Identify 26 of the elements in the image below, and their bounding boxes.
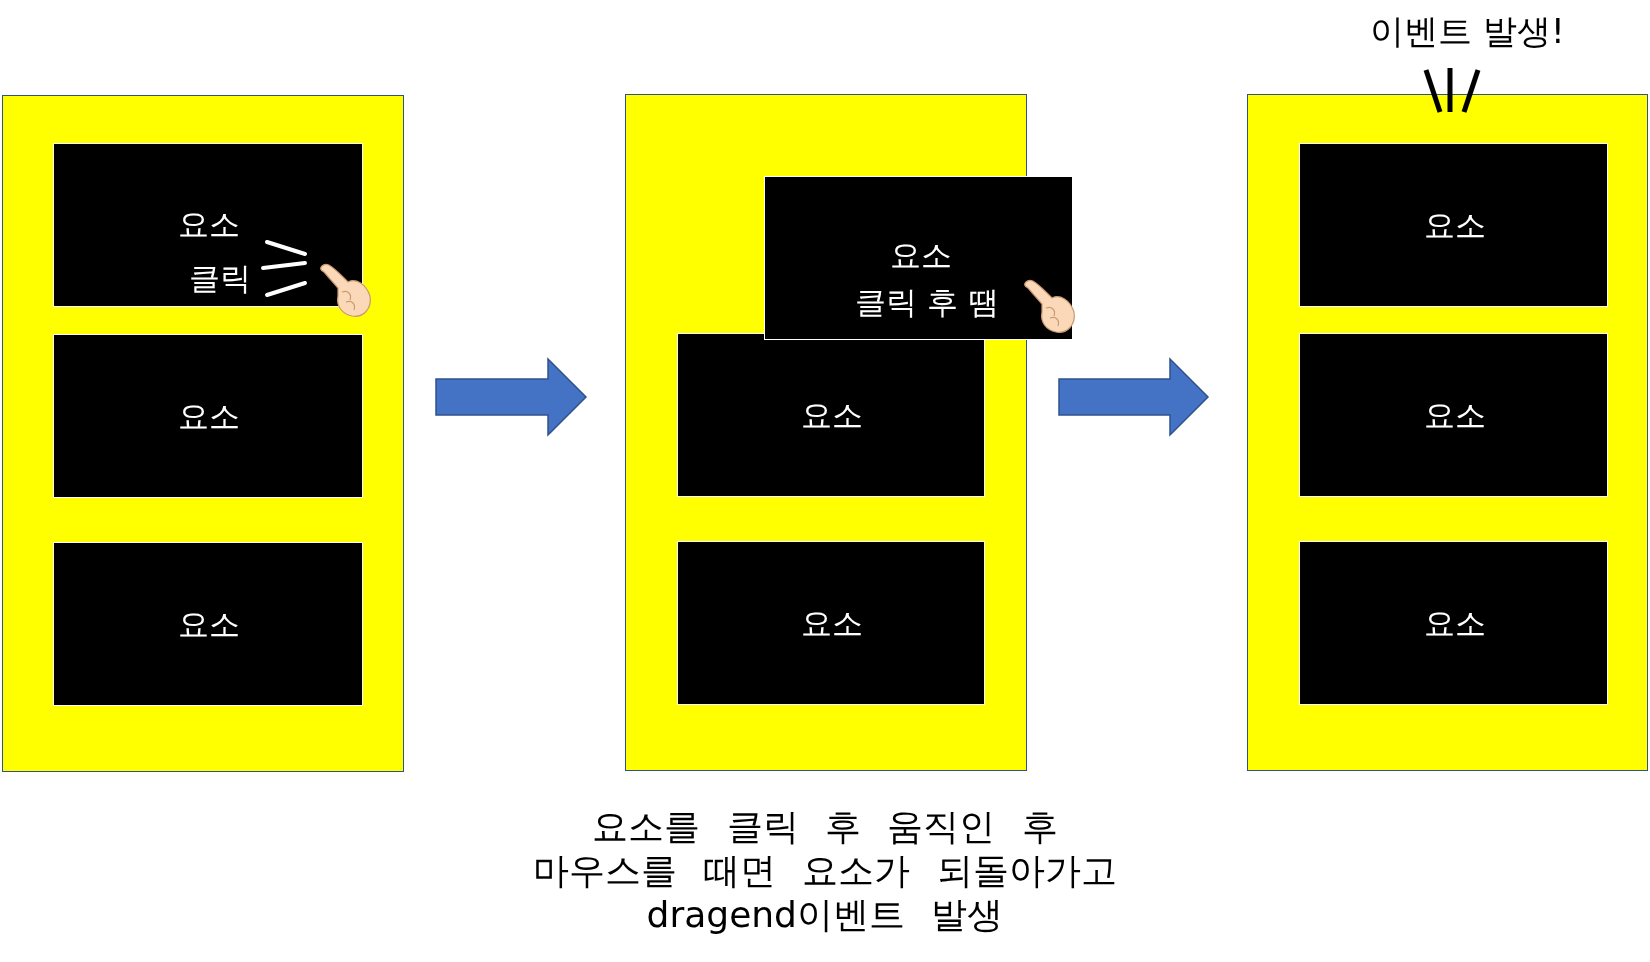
block-arrow (1058, 357, 1210, 437)
caption: 요소를 클릭 후 움직인 후 마우스를 때면 요소가 되돌아가고 dragend이벤트 발생 (532, 805, 1118, 937)
element-label: 요소 (890, 237, 952, 275)
element-box (1299, 333, 1608, 497)
element-label: 요소 (1423, 207, 1486, 245)
element-label: 요소 (178, 206, 240, 244)
element-label: 요소 (801, 605, 863, 643)
element-box (1299, 541, 1608, 705)
panel (1247, 94, 1648, 771)
element-box (677, 541, 985, 705)
element-label: 요소 (1423, 605, 1486, 643)
block-arrow (435, 357, 588, 437)
element-label: 요소 (178, 606, 240, 644)
element-box (53, 334, 363, 498)
panel (2, 95, 404, 772)
element-label: 요소 (178, 398, 240, 436)
element-box (1299, 143, 1608, 307)
element-label: 요소 (1423, 397, 1486, 435)
element-label: 클릭 (189, 260, 251, 298)
element-box (677, 333, 985, 497)
element-box (53, 542, 363, 706)
element-label: 요소 (801, 397, 863, 435)
event-note: 이벤트 발생! (1370, 10, 1565, 53)
element-box (53, 143, 363, 307)
element-label: 클릭 후 땜 (855, 284, 999, 322)
dragged-element-overlay (764, 176, 1073, 340)
